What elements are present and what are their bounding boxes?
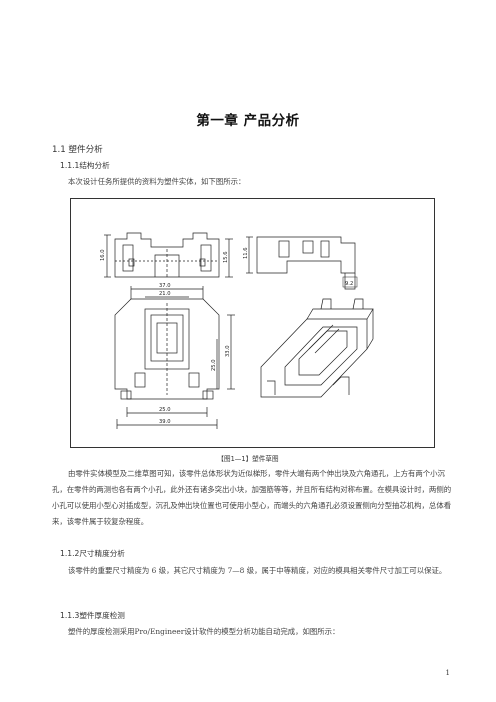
thickness-paragraph: 塑件的厚度检测采用Pro/Engineer设计软件的模型分析功能自动完成，如图所… xyxy=(68,627,340,636)
dim-side-height: 11.6 xyxy=(243,247,249,259)
intro-paragraph: 本次设计任务所提供的资料为塑件实体，如下图所示： xyxy=(68,177,246,186)
side-view xyxy=(246,236,358,290)
plan-view xyxy=(114,286,235,429)
dim-right-height-2: 25.0 xyxy=(211,359,217,371)
dim-bottom-width-2: 39.0 xyxy=(159,419,171,425)
dim-right-height-1: 33.0 xyxy=(225,345,231,357)
dim-side-tab: 9.2 xyxy=(345,281,353,287)
part-sketch-drawing: 16.0 15.6 11.6 9.2 37.0 21.0 33.0 25.0 2… xyxy=(100,232,374,429)
dim-top-inner-width: 21.0 xyxy=(159,291,171,297)
isometric-view xyxy=(260,298,374,398)
figure-frame: 16.0 15.6 11.6 9.2 37.0 21.0 33.0 25.0 2… xyxy=(70,198,435,448)
subsection-heading-1-1-1: 1.1.1结构分析 xyxy=(60,161,110,170)
dim-top-outer-width: 37.0 xyxy=(159,283,171,289)
section-heading-1-1: 1.1 塑件分析 xyxy=(52,145,103,155)
dim-front-height: 16.0 xyxy=(100,249,106,261)
subsection-heading-1-1-2: 1.1.2尺寸精度分析 xyxy=(60,549,125,558)
precision-paragraph: 该零件的重要尺寸精度为 6 级，其它尺寸精度为 7—8 级，属于中等精度，对应的… xyxy=(68,566,447,575)
dim-bottom-width-1: 25.0 xyxy=(159,407,171,413)
structure-paragraph: 由零件实体模型及二维草图可知，该零件总体形状为近似梯形，零件大端有两个伸出块及六… xyxy=(52,469,452,526)
subsection-heading-1-1-3: 1.1.3塑件厚度检测 xyxy=(60,611,125,620)
dim-front-height-right: 15.6 xyxy=(223,251,229,263)
front-view xyxy=(104,232,233,278)
figure-caption: 【图1—1】塑件草图 xyxy=(217,455,279,463)
chapter-title: 第一章 产品分析 xyxy=(196,113,300,129)
page-number: 1 xyxy=(445,669,450,677)
